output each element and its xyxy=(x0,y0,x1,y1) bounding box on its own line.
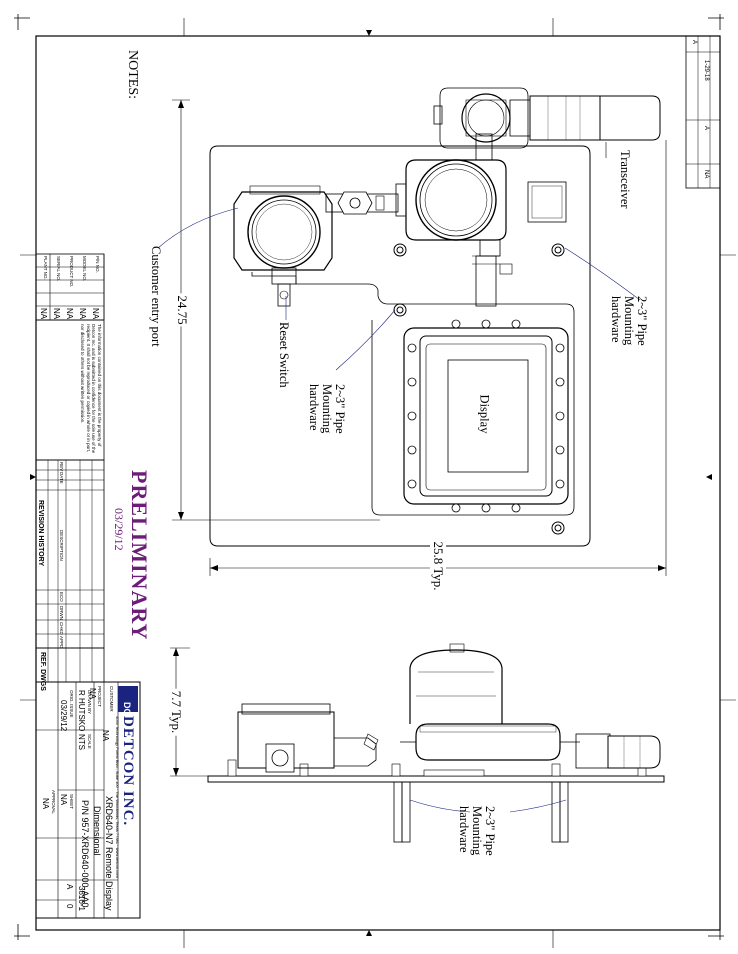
detcon-logo-block xyxy=(118,686,138,712)
info-label: P/N NO. xyxy=(95,256,100,273)
dimension-height: 24.75 xyxy=(174,293,190,327)
junction-enclosure xyxy=(247,195,321,269)
transceiver-label: Transceiver xyxy=(618,150,632,209)
info-label: SERIAL NO. xyxy=(56,256,61,282)
info-value: NA xyxy=(78,308,87,320)
rev-value: A xyxy=(65,884,74,890)
display-window xyxy=(447,359,529,473)
drawing-title-1: XRD640-N7 Remote Display xyxy=(104,796,114,911)
notes-heading: NOTES: xyxy=(125,50,140,99)
info-value: NA xyxy=(65,308,74,320)
transceiver-body xyxy=(529,95,601,141)
top-by: NA xyxy=(703,170,709,179)
rev-col: DRWN xyxy=(59,606,64,620)
ref-dwgs-label: REF. DWGS xyxy=(39,652,46,691)
side-plate xyxy=(207,775,665,783)
svg-text:DC: DC xyxy=(122,702,132,715)
drawing-title-2: Dimensional xyxy=(92,806,102,856)
info-label: MODEL NO. xyxy=(82,256,87,282)
preliminary-date: 03/29/12 xyxy=(112,508,126,551)
approval-label: APPROVAL xyxy=(51,790,56,814)
reset-switch-label: Reset Switch xyxy=(277,322,291,388)
customer-label: CUSTOMER xyxy=(109,686,114,712)
rev-col: DATE xyxy=(59,472,64,484)
rev-col: APPD xyxy=(59,636,64,649)
rev-col: ECO xyxy=(59,592,64,602)
sheet-value: NA xyxy=(59,794,68,806)
rev-col: DESCRIPTION xyxy=(59,530,64,561)
project-label: PROJECT xyxy=(97,686,102,708)
dimension-depth: 7.7 Typ. xyxy=(168,688,184,736)
customer-value: NA xyxy=(101,730,110,742)
orig-issue-value: 03/29/12 xyxy=(59,700,68,732)
company-address: 4055 Technology Forest Blvd., Suite 100 … xyxy=(115,716,120,878)
scale-label: SCALE xyxy=(87,734,92,749)
approval-value: NA xyxy=(41,798,50,810)
drawn-by-label: DRAWN BY xyxy=(87,690,92,715)
display-label: Display xyxy=(477,394,492,434)
rev-col: CHKD xyxy=(59,622,64,635)
info-label: PRODUCT NO. xyxy=(69,256,74,288)
info-value: NA xyxy=(52,308,61,320)
customer-entry-label: Customer entry port xyxy=(149,246,163,347)
scale-value: NTS xyxy=(77,734,86,750)
top-date: 1-29-18 xyxy=(703,60,709,81)
info-label: PLANT NO. xyxy=(43,256,48,280)
proprietary-note: The information contained on this docume… xyxy=(80,324,102,454)
main-enclosure xyxy=(415,159,497,241)
orig-issue-label: ORIG. ISSUE xyxy=(69,690,74,718)
top-rev: A xyxy=(691,40,697,45)
page-value: 0 xyxy=(65,904,74,909)
revision-history-title: REVISION HISTORY xyxy=(37,500,44,567)
rev-col: REV xyxy=(59,462,64,472)
top-rev-2: A xyxy=(703,126,709,131)
drawn-by-value: R HUTSKO xyxy=(77,690,86,732)
sheet-label: SHEET xyxy=(69,794,74,810)
drawing-number: 3816-1 xyxy=(77,886,86,911)
dimension-width: 25.8 Typ. xyxy=(430,539,446,593)
info-value: NA xyxy=(39,308,48,320)
company-name: DETCON INC. xyxy=(120,716,136,827)
reset-switch-body xyxy=(277,283,291,307)
info-value: NA xyxy=(91,308,100,320)
mounting-plate-outline xyxy=(209,145,591,547)
preliminary-stamp: PRELIMINARY xyxy=(127,470,152,641)
